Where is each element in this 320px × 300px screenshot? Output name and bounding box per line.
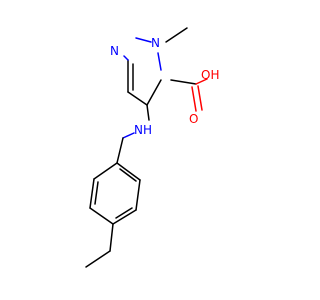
- bond-ar-inner-2: [115, 207, 133, 219]
- chemical-structure: N N OH O NH: [85, 27, 219, 268]
- bond-nh-ch2: [122, 132, 135, 139]
- bond-ar-1: [116, 162, 141, 181]
- bond-ethyl-methyl: [85, 250, 111, 268]
- bond-carboxyl-o-double-2: [191, 86, 197, 112]
- bond-ar-2: [135, 179, 141, 211]
- pyrazole-ring: [123, 37, 162, 106]
- bond-ar-3: [112, 209, 137, 225]
- atom-label-n2: N: [110, 44, 119, 58]
- bond-c5-c4: [146, 79, 162, 106]
- ethyl-group: [85, 223, 114, 268]
- bond-carboxyl-oh: [195, 78, 208, 85]
- bond-n1-methyl: [165, 27, 188, 43]
- atom-label-n1: N: [151, 36, 160, 50]
- bond-c4-nh: [146, 104, 150, 121]
- bond-n1-c5: [157, 52, 162, 71]
- benzene-ring: [89, 162, 141, 225]
- bond-ar-6: [93, 162, 118, 180]
- bond-carboxyl-o-double-1: [197, 85, 203, 111]
- bond-ar-5: [89, 178, 95, 209]
- bond-ch2-aryl: [116, 137, 124, 164]
- atom-label-oh: OH: [201, 68, 219, 82]
- atom-label-o-carbonyl: O: [189, 112, 198, 126]
- bond-ar-4: [89, 207, 114, 225]
- carboxylic-acid-group: [170, 78, 208, 112]
- bond-c3-n2: [123, 55, 129, 61]
- bond-c4-c3: [127, 91, 148, 106]
- bond-aryl-ethyl: [109, 223, 114, 252]
- amine-linker: [116, 104, 150, 164]
- atom-label-nh: NH: [134, 123, 152, 137]
- bond-c5-carboxyl: [170, 79, 197, 85]
- bond-ar-inner-3: [94, 181, 99, 205]
- bond-n2-n1: [135, 37, 152, 43]
- bond-ar-inner-1: [119, 168, 137, 182]
